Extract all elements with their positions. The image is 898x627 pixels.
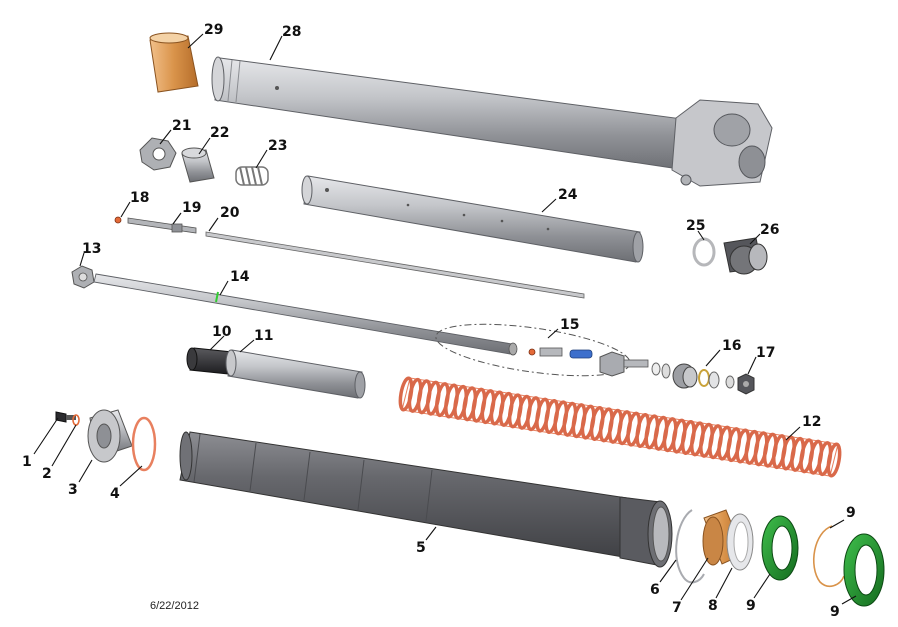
part-19-ball [114,216,122,224]
part-17-piston-stack [651,362,720,389]
part-12-cartridge [225,349,366,399]
label-part-9a: 9 [746,598,756,614]
part-labels: 29 28 21 22 23 24 18 19 20 25 26 13 14 1… [22,22,856,620]
part-24-small-spring [235,166,269,186]
leader-lines [33,33,857,605]
spring-coil [826,442,842,478]
label-part-17: 16 [722,338,741,354]
part-28-bushing [149,32,199,93]
label-part-24: 23 [268,138,287,154]
part-25-inner-tube [301,175,644,263]
label-part-15: 14 [230,269,250,285]
label-part-9b: 9 [830,604,840,620]
part-20-rod [127,217,197,234]
label-part-28: 29 [204,22,223,38]
part-14-nut [71,265,95,289]
part-1-bolt [55,411,76,423]
part-18-nut [725,373,755,395]
part-10-spring-clip [812,525,845,588]
label-part-26: 25 [686,218,705,234]
label-part-13: 12 [802,414,821,430]
label-part-2: 2 [42,466,52,482]
label-part-16: 15 [560,317,579,333]
part-23-nut [181,147,215,183]
label-part-25: 24 [558,187,578,203]
label-part-23: 22 [210,125,229,141]
label-part-14: 13 [82,241,101,257]
label-part-8: 8 [708,598,718,614]
label-part-18: 17 [756,345,775,361]
part-9b-seal [843,533,885,607]
part-8-washer [726,513,754,571]
label-part-11: 10 [212,324,232,340]
part-27-cap [723,237,768,275]
part-4-o-ring [131,416,157,472]
part-9a-seal [761,515,799,581]
part-29-upper-tube [211,56,773,187]
part-15-damper-shaft [93,273,518,356]
label-part-10: 9 [846,505,856,521]
label-part-5: 5 [416,540,426,556]
part-11-bumper [186,347,233,375]
label-part-12: 11 [254,328,273,344]
label-part-19: 18 [130,190,149,206]
label-part-20: 19 [182,200,201,216]
part-3-foot-nut [87,409,133,463]
label-part-3: 3 [68,482,78,498]
label-part-29: 28 [282,24,301,40]
part-5-lower-leg [179,431,673,568]
part-16-valve-group [435,323,649,377]
part-21-long-rod [205,231,585,299]
label-part-7: 7 [672,600,682,616]
part-22-star-nut [139,137,177,171]
part-26-o-ring [692,237,716,267]
part-13-main-spring [398,376,842,478]
label-part-1: 1 [22,454,32,470]
label-part-22: 21 [172,118,191,134]
label-part-4: 4 [110,486,120,502]
drawing-date: 6/22/2012 [150,600,199,612]
label-part-27: 26 [760,222,779,238]
part-6-clip [675,509,705,584]
label-part-21: 20 [220,205,240,221]
label-part-6: 6 [650,582,660,598]
